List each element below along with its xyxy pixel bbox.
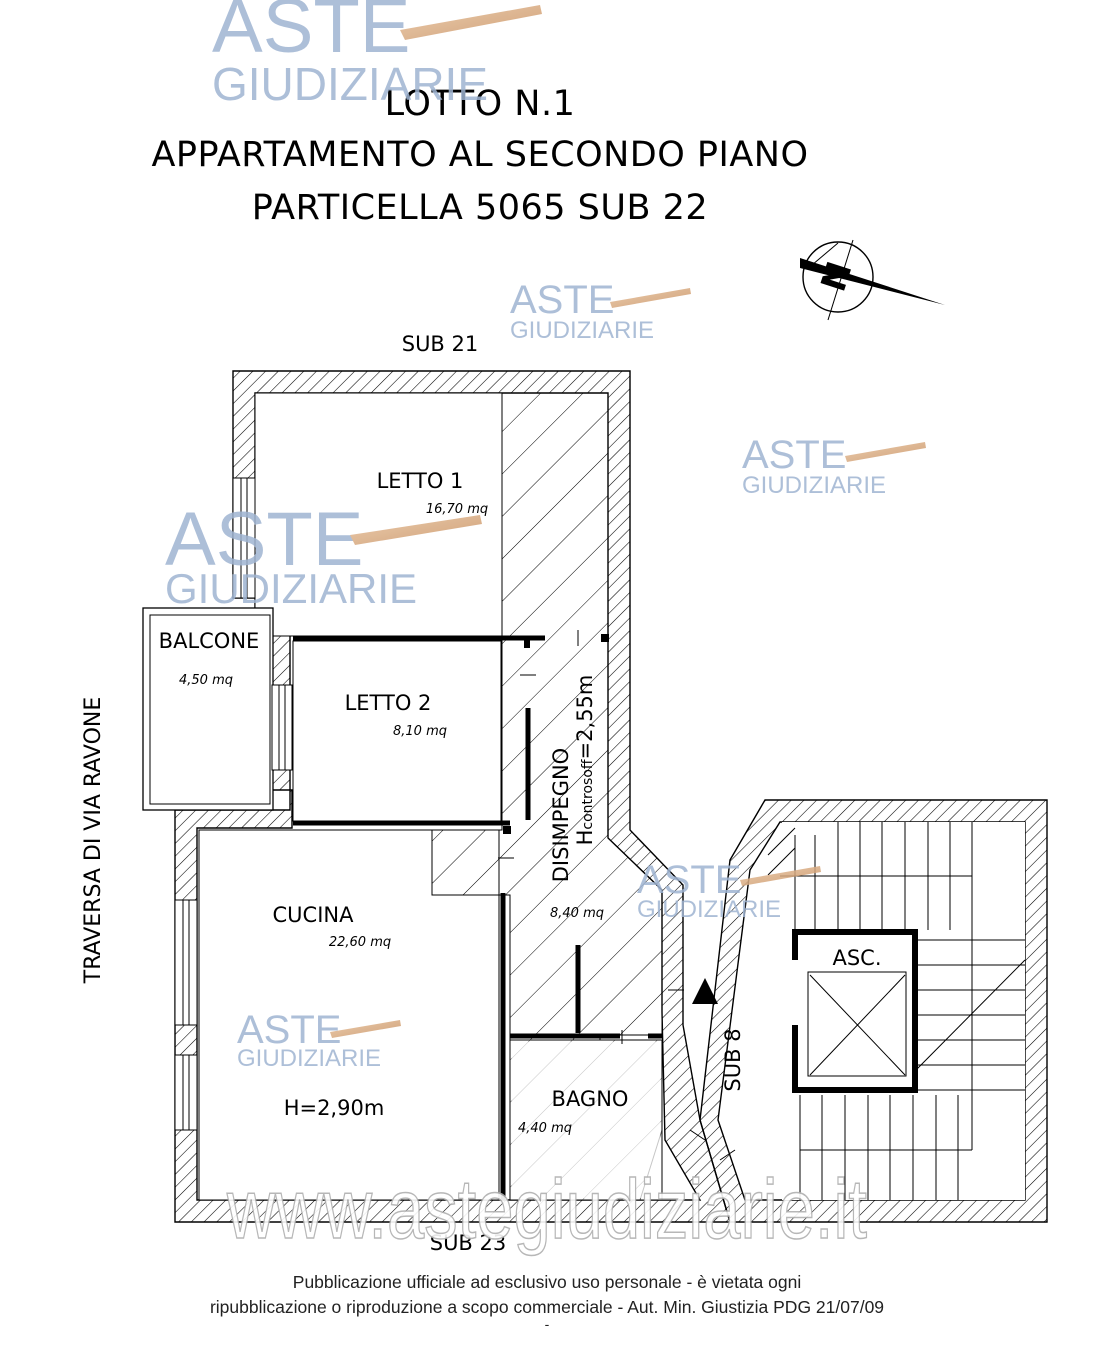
room-balcone-name: BALCONE [159, 629, 260, 653]
room-cucina-area: 22,60 mq [329, 935, 391, 950]
height-sub: controsoff [580, 759, 596, 829]
height-value: =2,55m [573, 675, 597, 760]
footer-mark: - [544, 1316, 550, 1332]
watermark-logo: ASTE GIUDIZIARIE [165, 497, 482, 612]
svg-text:GIUDIZIARIE: GIUDIZIARIE [165, 565, 417, 612]
title-apartment: APPARTAMENTO AL SECONDO PIANO [151, 135, 809, 175]
room-asc-name: ASC. [832, 946, 881, 970]
room-letto2-area: 8,10 mq [393, 724, 447, 739]
svg-text:ASTE: ASTE [237, 1008, 341, 1052]
height-prefix: H [573, 830, 597, 846]
room-disimpegno-name: DISIMPEGNO [549, 748, 573, 882]
watermark-logo: ASTE GIUDIZIARIE [637, 858, 821, 923]
label-sub-23: SUB 23 [430, 1231, 507, 1255]
room-bagno-name: BAGNO [552, 1087, 629, 1111]
label-sub-8: SUB 8 [721, 1028, 745, 1091]
partition-walls [293, 635, 662, 1200]
staircase [767, 822, 1026, 1200]
svg-text:ASTE: ASTE [212, 0, 411, 69]
door-ticks [498, 630, 800, 1161]
room-letto1-name: LETTO 1 [377, 469, 464, 493]
watermark-site: www.astegiudiziarie.it [226, 1162, 867, 1256]
north-arrow-icon: N [800, 239, 945, 321]
footer-line-2: ripubblicazione o riproduzione a scopo c… [209, 1297, 885, 1317]
balcony [142, 607, 274, 811]
watermark-logo: ASTE GIUDIZIARIE [510, 278, 691, 344]
svg-text:GIUDIZIARIE: GIUDIZIARIE [212, 58, 488, 110]
svg-text:ASTE: ASTE [742, 433, 846, 477]
svg-text:GIUDIZIARIE: GIUDIZIARIE [637, 896, 781, 923]
label-sub-21: SUB 21 [402, 332, 479, 356]
room-disimpegno-height: Hcontrosoff=2,55m [573, 675, 597, 846]
svg-text:GIUDIZIARIE: GIUDIZIARIE [237, 1045, 381, 1072]
title-parcel: PARTICELLA 5065 SUB 22 [251, 188, 709, 228]
svg-text:Hcontrosoff=2,55m: Hcontrosoff=2,55m [573, 675, 597, 846]
footer-line-1: Pubblicazione ufficiale ad esclusivo uso… [292, 1272, 802, 1292]
room-balcone-area: 4,50 mq [179, 673, 233, 688]
room-letto2-name: LETTO 2 [345, 691, 432, 715]
title-lotto: LOTTO N.1 [384, 84, 576, 124]
svg-text:ASTE: ASTE [510, 278, 614, 322]
watermark-logos: ASTE GIUDIZIARIE ASTE GIUDIZIARIE ASTE G… [165, 0, 926, 1072]
watermark-logo: ASTE GIUDIZIARIE [212, 0, 542, 110]
watermark-logo: ASTE GIUDIZIARIE [237, 1008, 401, 1072]
room-disimpegno-area: 8,40 mq [550, 906, 604, 921]
svg-text:ASTE: ASTE [637, 858, 741, 902]
watermark-logo: ASTE GIUDIZIARIE [742, 433, 926, 499]
north-letter: N [814, 257, 861, 296]
entrance-arrow [692, 978, 718, 1004]
room-bagno-area: 4,40 mq [518, 1121, 572, 1136]
elevator [790, 929, 918, 1093]
svg-text:GIUDIZIARIE: GIUDIZIARIE [510, 317, 654, 344]
room-letto1-area: 16,70 mq [426, 502, 488, 517]
svg-text:GIUDIZIARIE: GIUDIZIARIE [742, 472, 886, 499]
room-cucina-name: CUCINA [273, 903, 355, 927]
svg-text:ASTE: ASTE [165, 497, 364, 582]
room-cucina-height: H=2,90m [284, 1096, 385, 1120]
windows [174, 477, 293, 1131]
label-street: TRAVERSA DI VIA RAVONE [81, 697, 106, 985]
